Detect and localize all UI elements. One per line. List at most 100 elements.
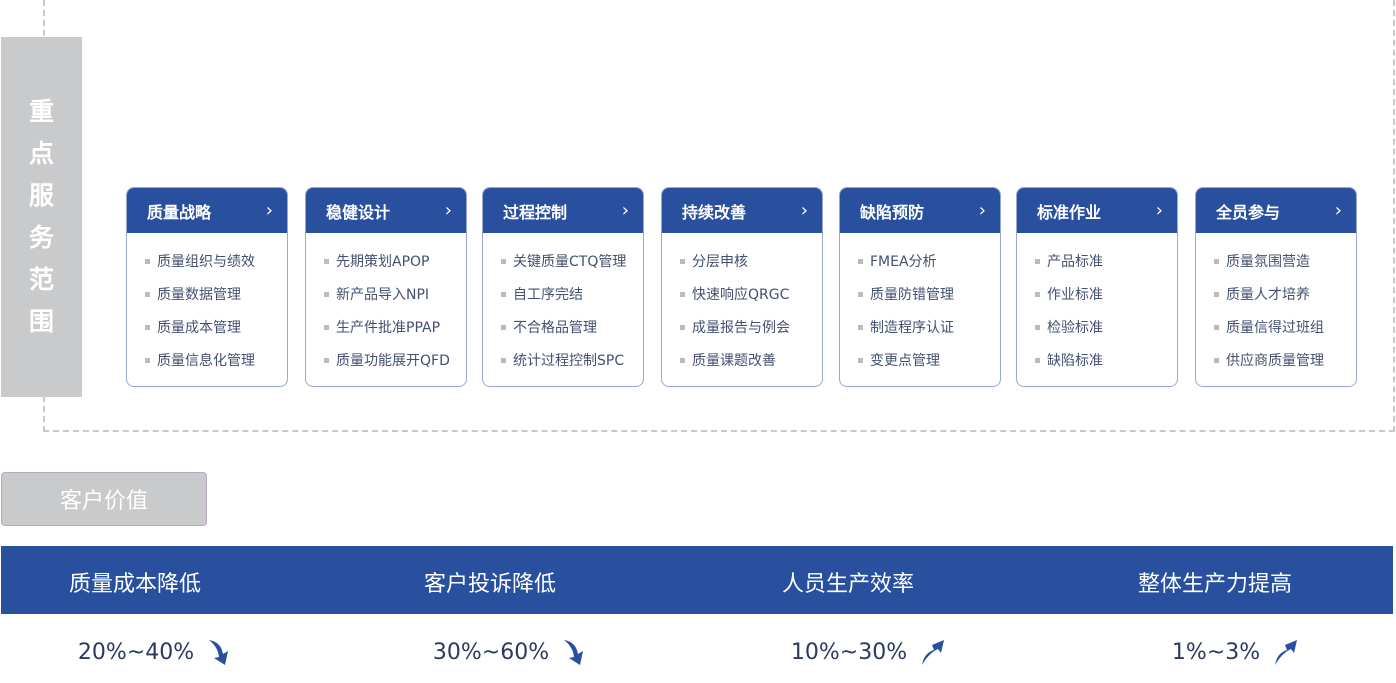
- card-item: 制造程序认证: [858, 311, 1000, 344]
- metric-value: 1%~3%: [1085, 638, 1385, 666]
- card-header[interactable]: 过程控制 ›: [483, 188, 643, 233]
- bullet-icon: [680, 325, 685, 330]
- card-item: 关键质量CTQ管理: [501, 245, 643, 278]
- card-header[interactable]: 缺陷预防›: [840, 188, 1000, 233]
- arrow-up-icon: [1275, 640, 1298, 665]
- bullet-icon: [1035, 292, 1040, 297]
- side-title-char: 围: [28, 307, 54, 336]
- card-item-label: 自工序完结: [513, 286, 583, 303]
- metric-value-text: 1%~3%: [1171, 639, 1261, 665]
- card-item: 质量功能展开QFD: [324, 344, 466, 377]
- card-item: 质量成本管理: [145, 311, 287, 344]
- chevron-right-icon: ›: [800, 200, 808, 221]
- card-item: 质量信得过班组: [1214, 311, 1356, 344]
- card-item: 质量组织与绩效: [145, 245, 287, 278]
- metrics-band: [1, 546, 1393, 614]
- bullet-icon: [680, 358, 685, 363]
- chevron-right-icon: ›: [621, 200, 629, 221]
- bullet-icon: [145, 292, 150, 297]
- metric-value-text: 10%~30%: [790, 639, 908, 665]
- customer-value-label: 客户价值: [1, 472, 207, 526]
- card-item-label: 质量课题改善: [692, 352, 776, 369]
- bullet-icon: [858, 358, 863, 363]
- card-title: 稳健设计: [326, 202, 391, 222]
- card-item-label: 分层申核: [692, 253, 748, 270]
- arrow-up-icon: [922, 640, 945, 665]
- bullet-icon: [1035, 259, 1040, 264]
- chevron-right-icon: ›: [265, 200, 273, 221]
- card-item-label: 关键质量CTQ管理: [513, 253, 627, 270]
- card-item: 质量人才培养: [1214, 278, 1356, 311]
- bullet-icon: [145, 358, 150, 363]
- bullet-icon: [1035, 325, 1040, 330]
- card-item: 质量数据管理: [145, 278, 287, 311]
- metric-label: 质量成本降低: [68, 572, 201, 597]
- chevron-right-icon: ›: [1334, 200, 1342, 221]
- card-item: 新产品导入NPI: [324, 278, 466, 311]
- card-item-label: 作业标准: [1047, 286, 1103, 303]
- arrow-down-icon: [209, 640, 229, 665]
- card-header[interactable]: 质量战略 ›: [127, 188, 287, 233]
- chevron-right-icon: ›: [444, 200, 452, 221]
- bullet-icon: [1214, 358, 1219, 363]
- card-item: 质量课题改善: [680, 344, 822, 377]
- card-item-label: 变更点管理: [870, 352, 940, 369]
- card-title: 过程控制: [503, 202, 568, 222]
- card-item-label: 质量氛围营造: [1226, 253, 1310, 270]
- card-item-label: 产品标准: [1047, 253, 1103, 270]
- service-card: 全员参与 › 质量氛围营造质量人才培养质量信得过班组供应商质量管理: [1195, 187, 1357, 387]
- card-item: 质量防错管理: [858, 278, 1000, 311]
- bullet-icon: [324, 358, 329, 363]
- card-item-label: 缺陷标准: [1047, 352, 1103, 369]
- card-title: 缺陷预防: [860, 202, 925, 222]
- card-item: 产品标准: [1035, 245, 1177, 278]
- card-item-label: 质量信息化管理: [157, 352, 255, 369]
- card-item: 成量报告与例会: [680, 311, 822, 344]
- card-item-label: 检验标准: [1047, 319, 1103, 336]
- card-item: 供应商质量管理: [1214, 344, 1356, 377]
- side-title-char: 务: [28, 223, 54, 252]
- bullet-icon: [145, 325, 150, 330]
- card-item-label: 不合格品管理: [513, 319, 597, 336]
- bullet-icon: [1214, 325, 1219, 330]
- metric-value: 20%~40%: [5, 638, 305, 666]
- bullet-icon: [324, 292, 329, 297]
- bullet-icon: [501, 325, 506, 330]
- card-item-label: 质量成本管理: [157, 319, 241, 336]
- arrow-down-icon: [564, 640, 584, 665]
- card-item: 质量氛围营造: [1214, 245, 1356, 278]
- side-title-char: 点: [28, 139, 54, 168]
- card-header[interactable]: 标准作业›: [1017, 188, 1177, 233]
- bullet-icon: [858, 325, 863, 330]
- card-item: 先期策划APOP: [324, 245, 466, 278]
- bullet-icon: [1035, 358, 1040, 363]
- card-item-label: 供应商质量管理: [1226, 352, 1324, 369]
- side-title-char: 范: [28, 265, 54, 294]
- metric-value: 30%~60%: [360, 638, 660, 666]
- card-header[interactable]: 稳健设计 ›: [306, 188, 466, 233]
- card-item-label: 质量组织与绩效: [157, 253, 255, 270]
- card-item: 质量信息化管理: [145, 344, 287, 377]
- card-item: 不合格品管理: [501, 311, 643, 344]
- bullet-icon: [324, 259, 329, 264]
- card-item-label: 质量信得过班组: [1226, 319, 1324, 336]
- card-item: 快速响应QRGC: [680, 278, 822, 311]
- metric-label: 人员生产效率: [781, 572, 914, 597]
- metric-value-text: 30%~60%: [432, 639, 550, 665]
- card-title: 质量战略: [147, 202, 212, 222]
- card-header[interactable]: 持续改善 ›: [662, 188, 822, 233]
- card-title: 全员参与: [1216, 202, 1281, 222]
- card-item: 变更点管理: [858, 344, 1000, 377]
- service-scope-title: 重点服务范围: [1, 37, 82, 397]
- card-title: 持续改善: [682, 202, 747, 222]
- card-header[interactable]: 全员参与 ›: [1196, 188, 1356, 233]
- side-title-char: 服: [28, 181, 54, 210]
- card-item: FMEA分析: [858, 245, 1000, 278]
- bullet-icon: [145, 259, 150, 264]
- bullet-icon: [1214, 259, 1219, 264]
- card-item-label: 统计过程控制SPC: [513, 352, 625, 369]
- service-card: 标准作业› 产品标准作业标准检验标准缺陷标准: [1016, 187, 1178, 387]
- card-item: 缺陷标准: [1035, 344, 1177, 377]
- card-item: 检验标准: [1035, 311, 1177, 344]
